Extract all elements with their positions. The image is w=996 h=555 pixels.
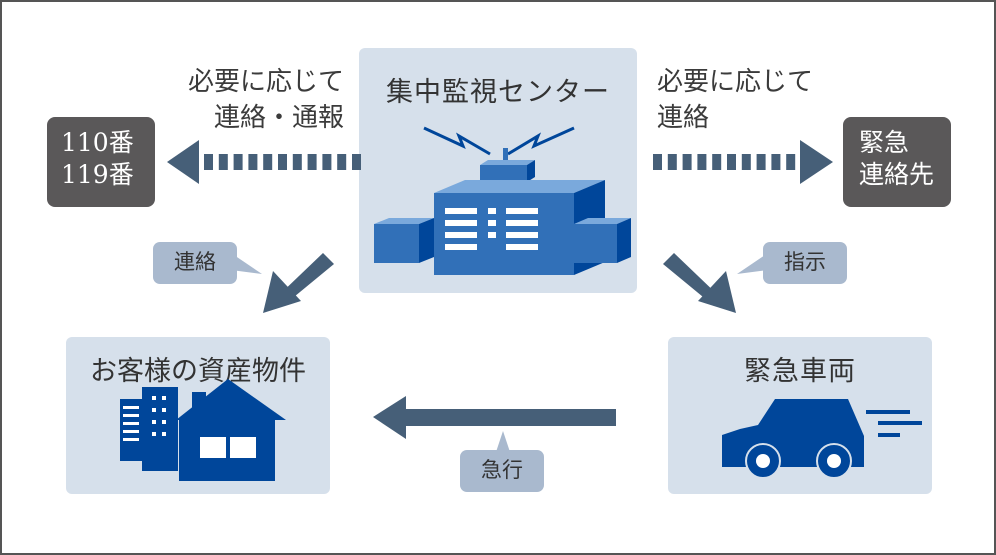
arrow-to-emergency-vehicle bbox=[663, 253, 736, 313]
left-note-line-2: 連絡・通報 bbox=[213, 103, 344, 133]
emergency-contacts-line-1: 緊急 bbox=[859, 128, 910, 157]
emergency-vehicle-title: 緊急車両 bbox=[744, 356, 856, 387]
arrow-dash bbox=[741, 154, 751, 170]
left-note: 必要に応じて 連絡・通報 bbox=[188, 64, 344, 136]
arrow-dash bbox=[786, 154, 796, 170]
customer-property-panel: お客様の資産物件 bbox=[66, 337, 330, 494]
arrow-dash bbox=[352, 154, 361, 170]
fire-number: 119番 bbox=[61, 160, 134, 189]
emergency-contacts-box: 緊急 連絡先 bbox=[843, 117, 951, 207]
arrow-dash bbox=[682, 154, 692, 170]
arrow-dash bbox=[218, 154, 228, 170]
monitoring-center-building-icon bbox=[374, 126, 631, 275]
instruct-bubble: 指示 bbox=[763, 242, 847, 284]
arrow-dash bbox=[653, 154, 662, 170]
emergency-vehicle-panel: 緊急車両 bbox=[668, 337, 932, 494]
arrow-dash bbox=[337, 154, 347, 170]
arrow-dash bbox=[712, 154, 722, 170]
arrow-vehicle-to-customer bbox=[373, 396, 616, 439]
buildings-and-house-icon bbox=[120, 379, 286, 481]
arrow-dash bbox=[278, 154, 287, 170]
emergency-car-icon bbox=[722, 399, 922, 479]
arrow-to-customer-property bbox=[263, 253, 334, 313]
police-number: 110番 bbox=[61, 128, 134, 157]
arrow-dash bbox=[322, 154, 332, 170]
arrow-dash bbox=[263, 154, 273, 170]
bubble-tail-rush bbox=[496, 431, 510, 452]
bubble-tail-contact bbox=[231, 253, 262, 274]
arrow-dash bbox=[204, 154, 213, 170]
customer-property-title: お客様の資産物件 bbox=[90, 356, 306, 387]
rush-bubble: 急行 bbox=[460, 450, 544, 492]
arrow-dash bbox=[292, 154, 302, 170]
bubble-tail-instruct bbox=[737, 253, 768, 274]
emergency-contacts-line-2: 連絡先 bbox=[859, 160, 935, 189]
monitoring-center-panel: 集中監視センター bbox=[359, 48, 637, 293]
right-note: 必要に応じて 連絡 bbox=[657, 64, 813, 136]
arrow-dash bbox=[667, 154, 677, 170]
police-fire-box: 110番 119番 bbox=[47, 117, 155, 207]
arrow-dash bbox=[801, 154, 810, 170]
left-note-line-1: 必要に応じて bbox=[187, 67, 344, 97]
arrow-dash bbox=[307, 154, 317, 170]
arrow-dash bbox=[233, 154, 243, 170]
right-note-line-1: 必要に応じて bbox=[657, 67, 814, 97]
arrow-dash bbox=[248, 154, 258, 170]
arrow-dash bbox=[727, 154, 736, 170]
arrow-dash bbox=[756, 154, 766, 170]
arrow-dash bbox=[771, 154, 781, 170]
monitoring-center-title: 集中監視センター bbox=[386, 77, 610, 108]
dashed-arrow-to-emergency-contacts bbox=[653, 140, 833, 184]
arrow-dash bbox=[697, 154, 707, 170]
contact-bubble: 連絡 bbox=[153, 242, 237, 284]
right-note-line-2: 連絡 bbox=[657, 103, 710, 133]
dashed-arrow-to-police-fire bbox=[167, 140, 361, 184]
